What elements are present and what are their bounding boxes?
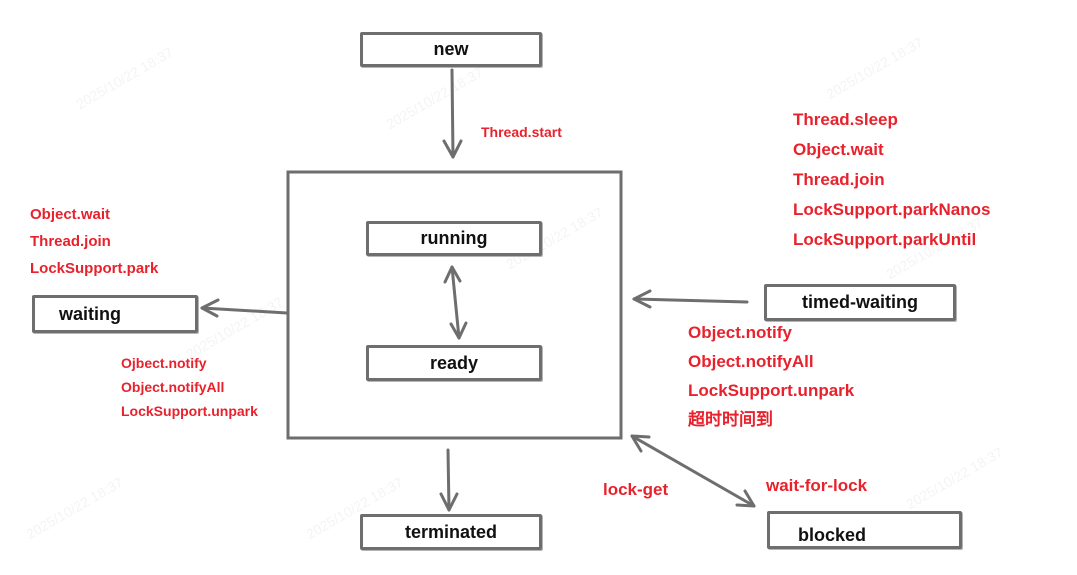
state-new: new [360, 32, 542, 67]
label-line: LockSupport.park [30, 260, 159, 277]
state-blocked: blocked [767, 511, 962, 549]
label-group-to-timed-waiting: Thread.sleep Object.wait Thread.join Loc… [793, 111, 990, 248]
label-wait-for-lock: wait-for-lock [766, 476, 868, 495]
label-line: Ojbect.notify [121, 355, 207, 371]
arrow-timed-waiting-to-runnable [632, 297, 749, 304]
label-line: Thread.join [30, 233, 111, 250]
runnable-box [286, 170, 623, 440]
arrow-to-terminated [446, 448, 451, 512]
arrow-to-waiting-head [200, 298, 220, 318]
label-line: Thread.join [793, 170, 885, 189]
label-line: Object.wait [793, 140, 884, 159]
arrow-blocked-runnable [630, 434, 756, 508]
label-thread-start: Thread.start [481, 124, 562, 140]
label-line: Object.notifyAll [121, 379, 225, 395]
label-line: Object.notifyAll [688, 352, 814, 371]
label-line: 超时时间到 [688, 410, 773, 429]
label-line: LockSupport.unpark [688, 381, 855, 400]
arrow-timed-waiting-to-runnable-head [632, 289, 652, 309]
arrow-to-terminated-head [439, 492, 459, 512]
label-group-from-waiting: Ojbect.notify Object.notifyAll LockSuppo… [121, 356, 258, 418]
label-line: LockSupport.unpark [121, 403, 258, 419]
arrow-new-to-runnable-head [442, 139, 463, 159]
arrow-new-to-runnable [450, 68, 455, 159]
label-line: Object.wait [30, 206, 111, 223]
state-running: running [366, 221, 542, 256]
label-line: Thread.sleep [793, 110, 898, 129]
arrow-blocked-runnable-head-top [630, 434, 651, 453]
state-ready: ready [366, 345, 542, 381]
arrow-running-ready-head-top [443, 265, 462, 284]
state-waiting: waiting [32, 295, 198, 333]
label-group-from-timed-waiting: Object.notify Object.notifyAll LockSuppo… [688, 324, 854, 428]
state-timed-waiting: timed-waiting [764, 284, 956, 321]
state-terminated: terminated [360, 514, 542, 550]
arrow-blocked-runnable-head-bottom [735, 489, 756, 508]
label-line: Object.notify [688, 323, 792, 342]
label-line: LockSupport.parkUntil [793, 230, 977, 249]
label-lock-get: lock-get [603, 480, 669, 499]
arrow-running-ready-head-bottom [449, 321, 468, 340]
arrow-to-waiting [200, 306, 289, 315]
label-line: LockSupport.parkNanos [793, 200, 991, 219]
arrow-running-ready [450, 265, 461, 340]
label-group-to-waiting: Object.wait Thread.join LockSupport.park [30, 207, 158, 276]
